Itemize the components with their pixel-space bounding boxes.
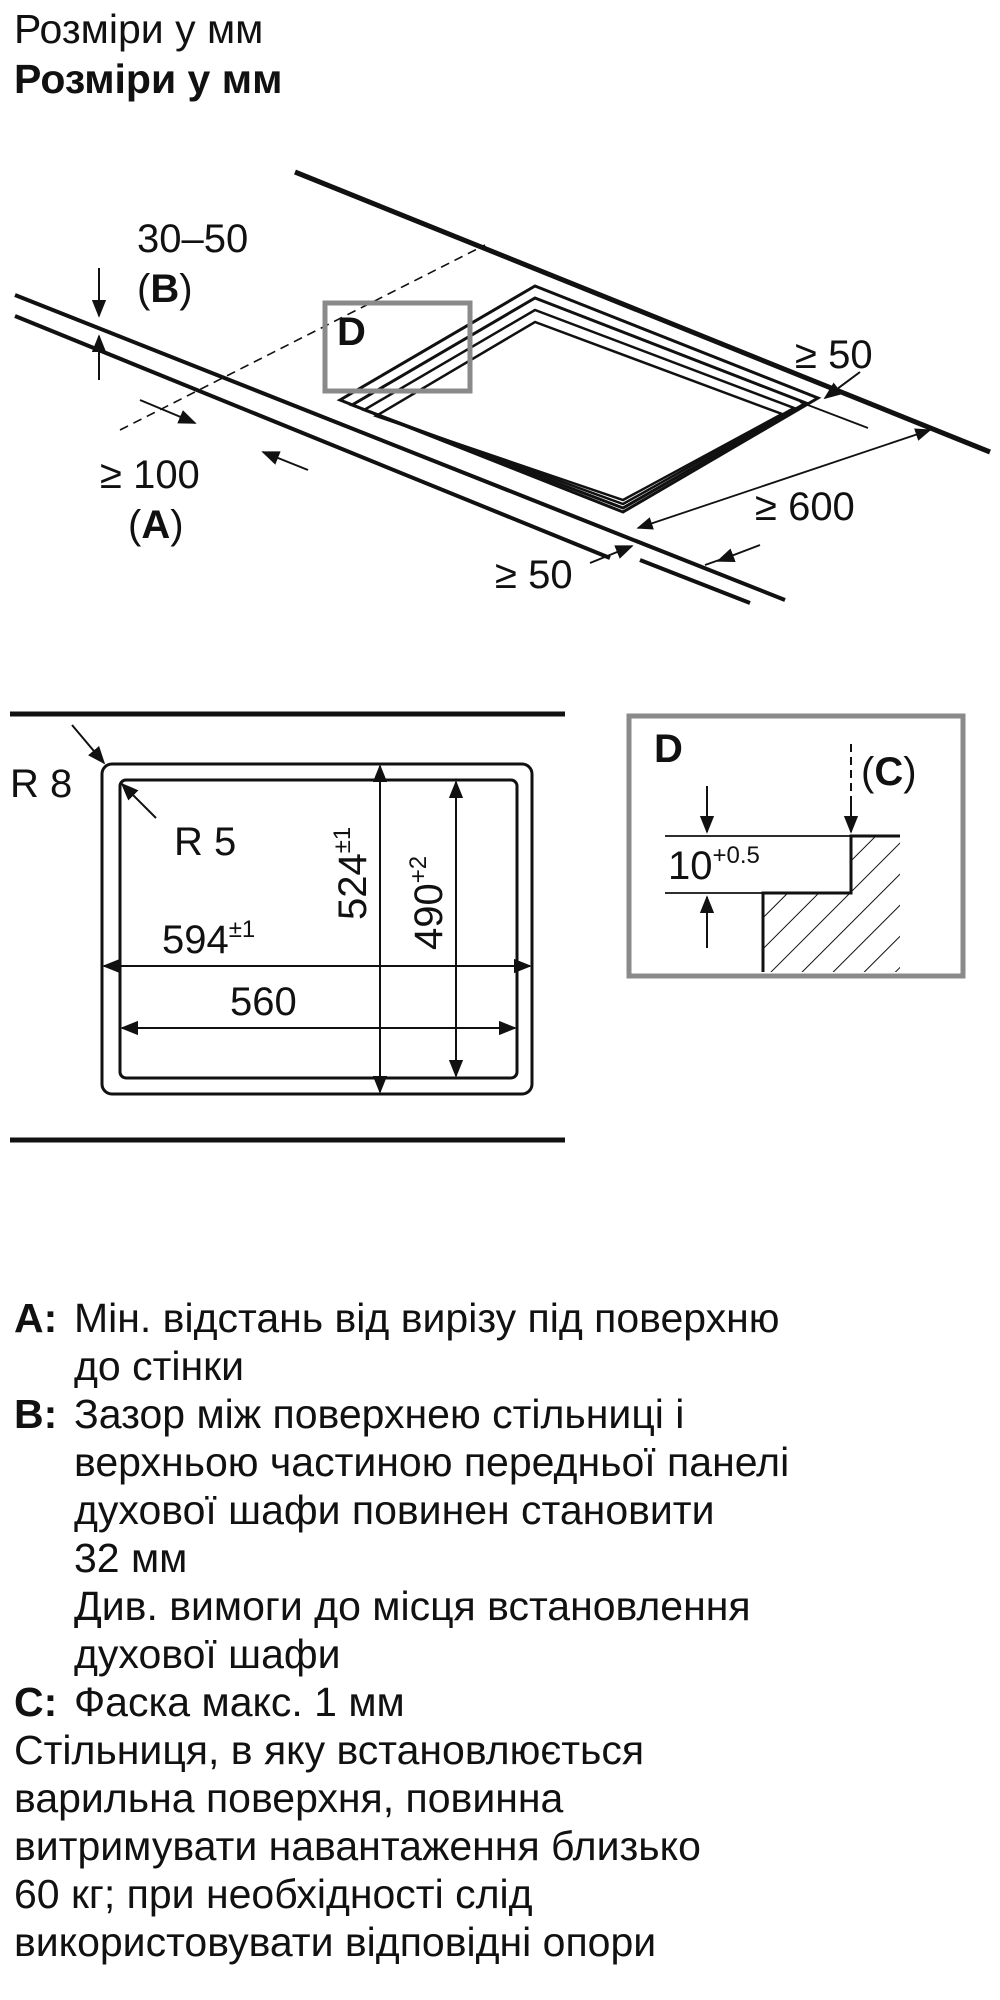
radius-outer-label: R 8 (10, 762, 72, 806)
wall-line (294, 169, 991, 455)
footer-line: Стільниця, в яку встановлюється (14, 1727, 645, 1773)
dim-a-value: ≥ 100 (100, 453, 200, 497)
cutout-inner-outline (118, 778, 519, 1080)
notes-section: A: Мін. відстань від вирізу під поверхню… (14, 1294, 984, 1966)
note-a: A: Мін. відстань від вирізу під поверхню… (14, 1294, 984, 1390)
worktop-front-edge-bottom (14, 314, 611, 560)
dim-a-label: (A) (128, 503, 184, 547)
detail-d-box (322, 300, 473, 394)
worktop-front-edge-top (14, 293, 786, 602)
dim-b-label: (B) (137, 267, 193, 311)
installation-drawing: D 30–50 (B) ≥ 100 (A) ≥ 50 ≥ 600 ≥ 50 R … (10, 169, 991, 1143)
dim-back-value: ≥ 50 (795, 333, 873, 377)
footer-line: варильна поверхня, повинна (14, 1775, 564, 1821)
page-title: Розміри у мм (14, 6, 264, 52)
step-value: 10+0.5 (668, 842, 760, 888)
footer-line: витримувати навантаження близько (14, 1823, 701, 1869)
note-c: C: Фаска макс. 1 мм (14, 1678, 984, 1726)
dim-back-arrow-1 (823, 371, 861, 400)
note-b-key: B: (14, 1391, 58, 1437)
note-b-line: верхньою частиною передньої панелі (74, 1439, 790, 1485)
footer-line: 60 кг; при необхідності слід (14, 1871, 533, 1917)
dim-back-ext (799, 401, 869, 429)
dim-a-arrow-left (139, 399, 197, 424)
dim-width-outer-value: 594±1 (162, 916, 255, 962)
wall-dashed-line (119, 244, 486, 431)
detail-d-frame (626, 713, 966, 979)
worktop-isometric: D 30–50 (B) ≥ 100 (A) ≥ 50 ≥ 600 ≥ 50 (14, 169, 991, 605)
detail-d-view: D 10+0.5 (C) (626, 713, 966, 979)
dim-front-arrow (589, 545, 634, 564)
worktop-section (763, 836, 900, 972)
dim-front-value: ≥ 50 (495, 553, 573, 597)
dim-a-arrow-right (261, 451, 309, 471)
dim-depth-inner-value: 490+2 (405, 856, 451, 950)
page-title-bold: Розміри у мм (14, 56, 283, 102)
note-c-key: C: (14, 1679, 58, 1725)
note-b-line: 32 мм (74, 1535, 188, 1581)
radius-outer-arrow (71, 724, 106, 765)
note-c-line: Фаска макс. 1 мм (74, 1679, 405, 1725)
radius-inner-arrow (120, 782, 157, 819)
note-a-key: A: (14, 1295, 58, 1341)
dim-depth-value: ≥ 600 (755, 485, 855, 529)
note-a-line: Мін. відстань від вирізу під поверхню (74, 1295, 780, 1341)
note-b-line: Див. вимоги до місця встановлення (74, 1583, 751, 1629)
radius-inner-label: R 5 (174, 820, 236, 864)
cutout-plan-view: R 8 R 5 594±1 560 524±1 490+2 (10, 711, 565, 1143)
chamfer-label: (C) (861, 750, 917, 794)
detail-d-label: D (654, 727, 683, 771)
cutout-outer-outline (100, 762, 534, 1096)
note-b-line: духової шафи повинен становити (74, 1487, 715, 1533)
note-b-line: духової шафи (74, 1631, 341, 1677)
dim-depth-line (636, 428, 932, 530)
detail-d-box-label: D (337, 310, 366, 354)
note-a-line: до стінки (74, 1343, 244, 1389)
dim-depth-outer-value: 524±1 (329, 827, 375, 920)
dim-width-inner-value: 560 (230, 980, 297, 1024)
footer-line: використовувати відповідні опори (14, 1919, 657, 1965)
footer-note: Стільниця, в яку встановлюється варильна… (14, 1726, 984, 1966)
worktop-front-edge-bottom-2 (639, 558, 751, 605)
note-b: B: Зазор між поверхнею стільниці і верхн… (14, 1390, 984, 1678)
dim-depth-arrow-front (716, 544, 761, 562)
dim-b-value: 30–50 (137, 217, 248, 261)
note-b-line: Зазор між поверхнею стільниці і (74, 1391, 685, 1437)
